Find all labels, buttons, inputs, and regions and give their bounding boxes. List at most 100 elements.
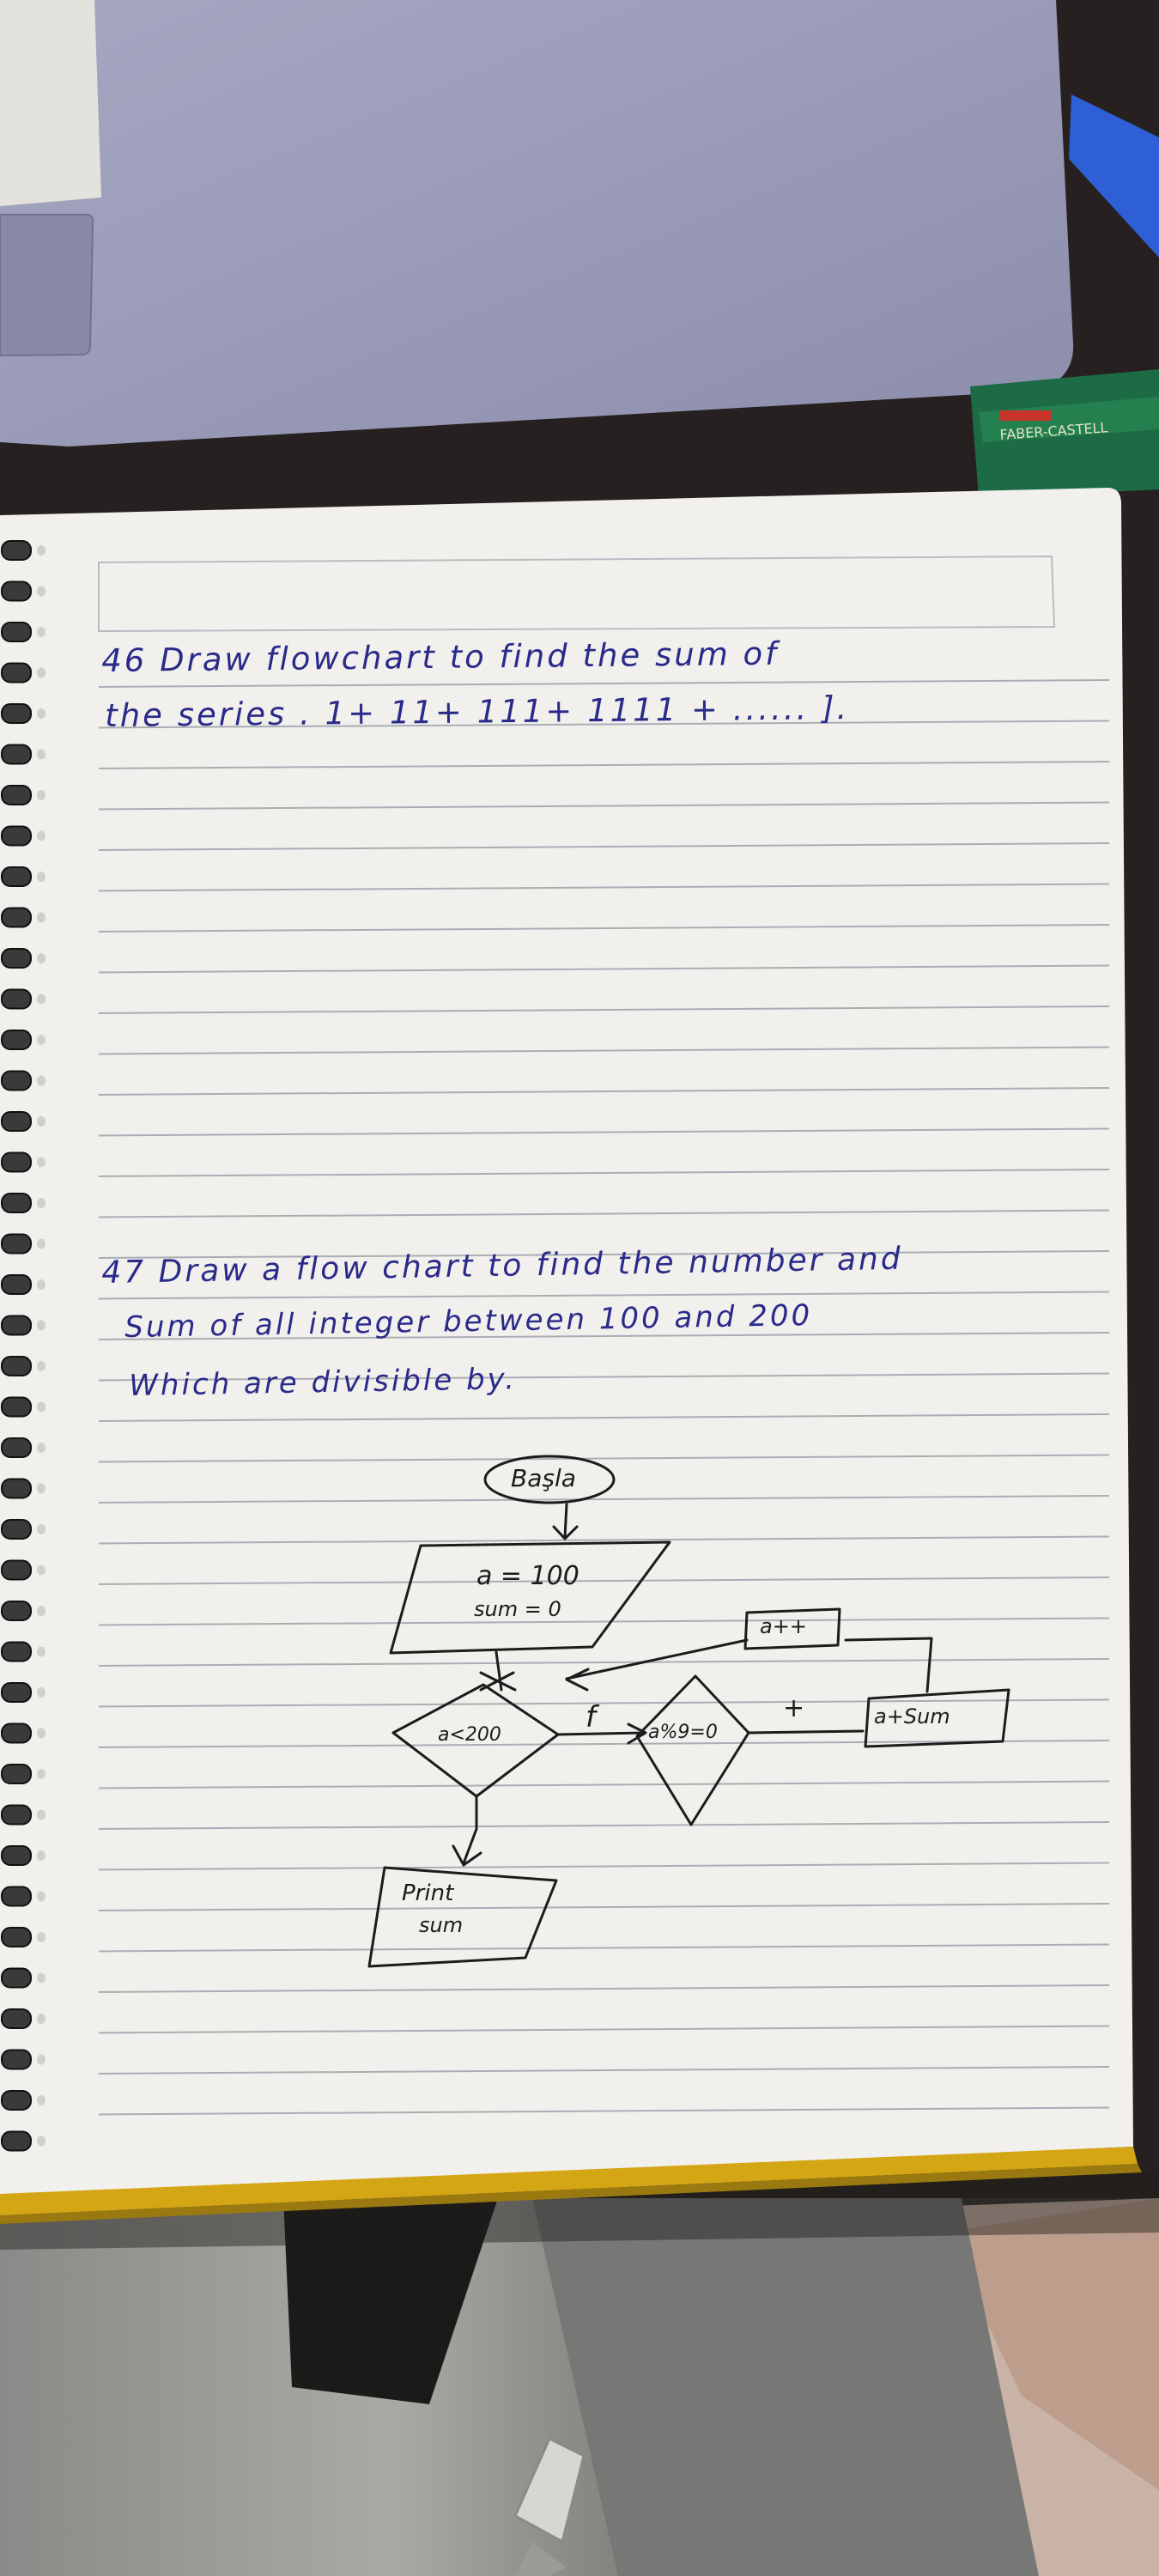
spiral-ring [1,988,32,1010]
spiral-hole [37,1891,46,1902]
spiral-ring [1,1641,32,1662]
ruled-line [98,1209,1110,1218]
ruled-line [98,1903,1110,1911]
spiral-ring [1,907,32,928]
true-branch-line [747,1729,865,1735]
arrow-to-output [452,1795,482,1867]
spiral-ring [1,1151,32,1173]
ruled-line [98,1454,1110,1463]
spiral-hole [37,1238,46,1249]
increment-box [743,1607,841,1650]
ruled-line [98,801,1110,811]
spiral-hole [37,993,46,1005]
spiral-hole [37,1157,46,1168]
ruled-line [98,1862,1110,1871]
ruled-line [98,842,1110,851]
spiral-hole [37,1361,46,1371]
spiral-hole [37,1606,46,1616]
spiral-ring [1,1396,32,1418]
spiral-ring [1,1519,32,1540]
ruled-line [98,1698,1110,1708]
increment-label: a++ [760,1614,807,1638]
spiral-hole [37,912,46,923]
ruled-line [98,883,1110,892]
ruled-line [98,2025,1110,2034]
spiral-hole [37,830,46,841]
spiral-hole [37,667,46,678]
spiral-hole [37,2014,46,2024]
spiral-ring [1,1478,32,1499]
spiral-ring [1,825,32,847]
spiral-ring [1,948,32,969]
spiral-hole [37,2136,46,2147]
spiral-hole [37,1932,46,1942]
spiral-ring [1,2130,32,2152]
spiral-ring [1,1722,32,1744]
spiral-ring [1,1845,32,1866]
spiral-hole [37,708,46,719]
ruled-line [98,1413,1110,1422]
spiral-ring [1,1886,32,1907]
sticker [0,0,101,206]
spiral-ring [1,1315,32,1336]
ruled-line [98,1943,1110,1953]
spiral-hole [37,1075,46,1086]
laptop [0,0,1074,447]
spiral-hole [37,1401,46,1413]
ruled-line [98,1658,1110,1667]
ruled-line [98,1577,1110,1585]
false-label: f [586,1700,596,1735]
ruled-line [98,1005,1110,1014]
spiral-ring [1,866,32,887]
spiral-hole [37,1320,46,1331]
spiral-hole [37,1850,46,1861]
spiral-ring [1,540,32,561]
spiral-ring [1,1233,32,1255]
spiral-ring [1,1274,32,1295]
spiral-hole [37,1728,46,1739]
spiral-ring [1,1356,32,1376]
spiral-binding [1,540,46,2152]
spiral-hole [37,2054,46,2065]
spiral-ring [1,2090,32,2111]
spiral-ring [1,1967,32,1989]
ruled-line [98,1617,1110,1626]
loop-back-arrow [565,1638,749,1692]
output-label-line1: Print [402,1880,454,1906]
pen [1069,94,1159,258]
spiral-ring [1,1437,32,1458]
ruled-line [98,1332,1110,1340]
binder-edge [0,2147,1138,2215]
spiral-hole [37,953,46,963]
spiral-hole [37,1972,46,1984]
init-a-label: a = 100 [476,1561,580,1591]
spiral-ring [1,1070,32,1091]
notebook-page [0,488,1133,2198]
spiral-hole [37,1769,46,1779]
accumulate-box [864,1688,1010,1748]
header-box [98,555,1056,633]
start-terminal [483,1455,616,1504]
spiral-ring [1,2008,32,2029]
spiral-hole [37,627,46,637]
spiral-hole [37,1443,46,1453]
ruled-line [98,1250,1110,1259]
true-label: + [783,1693,805,1723]
spiral-hole [37,1524,46,1534]
init-parallelogram [389,1540,671,1655]
spiral-hole [37,872,46,882]
spiral-ring [1,580,32,602]
init-sum-label: sum = 0 [474,1597,561,1621]
spiral-hole [37,790,46,800]
spiral-ring [1,1601,32,1621]
spiral-ring [1,703,32,724]
spiral-hole [37,1564,46,1576]
pencil-box: FABER-CASTELL [970,369,1159,498]
ruled-line [98,1495,1110,1504]
spiral-hole [37,1279,46,1290]
ruled-line [98,679,1110,688]
spiral-hole [37,1116,46,1127]
